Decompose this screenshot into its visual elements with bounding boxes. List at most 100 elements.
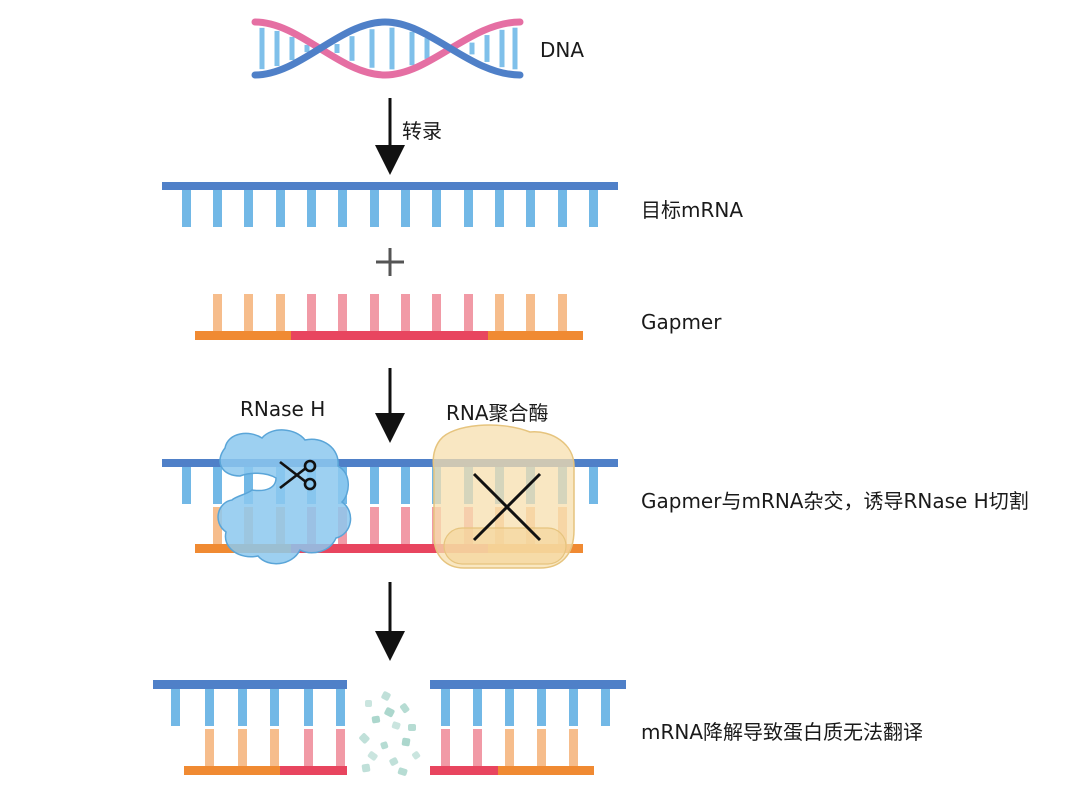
- target-mrna-label: 目标mRNA: [641, 198, 744, 222]
- mrna-base: [336, 689, 345, 726]
- dna-rung: [289, 36, 295, 61]
- mrna-base: [205, 689, 214, 726]
- rna-fragment: [412, 751, 421, 760]
- mrna-base: [238, 689, 247, 726]
- mrna-base: [338, 190, 347, 227]
- rna-fragment: [389, 757, 399, 766]
- mrna-base: [370, 467, 379, 504]
- mrna-base: [182, 467, 191, 504]
- mrna-base: [244, 190, 253, 227]
- cleaved-right-fragment: [430, 680, 626, 775]
- dna-rung: [304, 44, 310, 53]
- rna-fragment: [397, 767, 408, 776]
- scissors-icon: [279, 459, 317, 491]
- rnase-h-label: RNase H: [240, 397, 326, 421]
- gapmer-base: [276, 294, 285, 331]
- mrna-base: [464, 190, 473, 227]
- gapmer-base: [473, 729, 482, 766]
- mrna-base: [270, 689, 279, 726]
- mrna-base: [601, 689, 610, 726]
- rna-fragment: [380, 741, 389, 750]
- gapmer-base: [370, 294, 379, 331]
- gapmer-base: [401, 507, 410, 544]
- rnase-h-protein-icon: [217, 429, 352, 565]
- gapmer-base: [304, 729, 313, 766]
- mrna-base: [213, 190, 222, 227]
- rna-fragment: [384, 707, 395, 718]
- mrna-base: [276, 190, 285, 227]
- dna-rung: [484, 35, 490, 62]
- rna-fragment-icon: [359, 691, 421, 776]
- gapmer-base: [401, 294, 410, 331]
- rna-fragment: [381, 691, 391, 701]
- gapmer-label: Gapmer: [641, 310, 722, 334]
- hybrid-complex: [162, 424, 618, 569]
- gapmer-base: [558, 294, 567, 331]
- target-mrna-strand: [162, 182, 618, 227]
- mrna-base: [495, 190, 504, 227]
- gapmer-base: [307, 294, 316, 331]
- gapmer-base: [505, 729, 514, 766]
- mrna-base: [432, 190, 441, 227]
- rna-polymerase-protein-icon: [432, 424, 575, 569]
- mrna-base: [307, 190, 316, 227]
- gapmer-base: [464, 294, 473, 331]
- gapmer-base: [537, 729, 546, 766]
- rna-fragment: [365, 700, 372, 707]
- rna-fragment: [401, 737, 411, 747]
- dna-rung: [469, 42, 475, 55]
- gapmer-base: [526, 294, 535, 331]
- degradation-label: mRNA降解导致蛋白质无法翻译: [641, 720, 924, 744]
- gapmer-base: [238, 729, 247, 766]
- rna-fragment: [367, 751, 378, 761]
- dna-rung: [349, 36, 355, 61]
- gapmer-base: [338, 294, 347, 331]
- mrna-base: [213, 467, 222, 504]
- gapmer-base: [205, 729, 214, 766]
- mrna-base: [526, 190, 535, 227]
- cleaved-left-fragment: [153, 680, 347, 775]
- cross-icon: [472, 472, 542, 542]
- mrna-base: [401, 190, 410, 227]
- mrna-base: [304, 689, 313, 726]
- rna-fragment: [391, 721, 401, 730]
- gapmer-base: [370, 507, 379, 544]
- mrna-base: [370, 190, 379, 227]
- mrna-base: [171, 689, 180, 726]
- rna-fragment: [359, 733, 370, 744]
- dna-helix-icon: [251, 18, 524, 79]
- gapmer-strand: [195, 294, 583, 340]
- dna-rung: [409, 31, 415, 66]
- mrna-base: [473, 689, 482, 726]
- plus-icon: [376, 248, 404, 276]
- mrna-base: [505, 689, 514, 726]
- gapmer-base: [569, 729, 578, 766]
- rna-fragment: [400, 703, 410, 714]
- dna-label: DNA: [540, 38, 585, 62]
- dna-rung: [369, 29, 375, 68]
- gapmer-base: [441, 729, 450, 766]
- rna-polymerase-label: RNA聚合酶: [446, 401, 549, 425]
- gapmer-base: [213, 507, 222, 544]
- transcription-label: 转录: [402, 119, 442, 143]
- rna-fragment: [371, 715, 381, 724]
- dna-rung: [274, 30, 280, 67]
- gapmer-base: [495, 294, 504, 331]
- dna-rung: [334, 44, 340, 53]
- mrna-base: [589, 467, 598, 504]
- gapmer-base: [432, 294, 441, 331]
- mrna-base: [401, 467, 410, 504]
- rna-fragment: [361, 763, 371, 773]
- mrna-base: [589, 190, 598, 227]
- dna-rung: [424, 38, 430, 59]
- mrna-base: [537, 689, 546, 726]
- gapmer-base: [244, 294, 253, 331]
- mrna-base: [558, 190, 567, 227]
- hybrid-label: Gapmer与mRNA杂交，诱导RNase H切割: [641, 489, 1029, 513]
- dna-rung: [259, 27, 265, 70]
- mrna-base: [441, 689, 450, 726]
- gapmer-base: [213, 294, 222, 331]
- gapmer-base: [336, 729, 345, 766]
